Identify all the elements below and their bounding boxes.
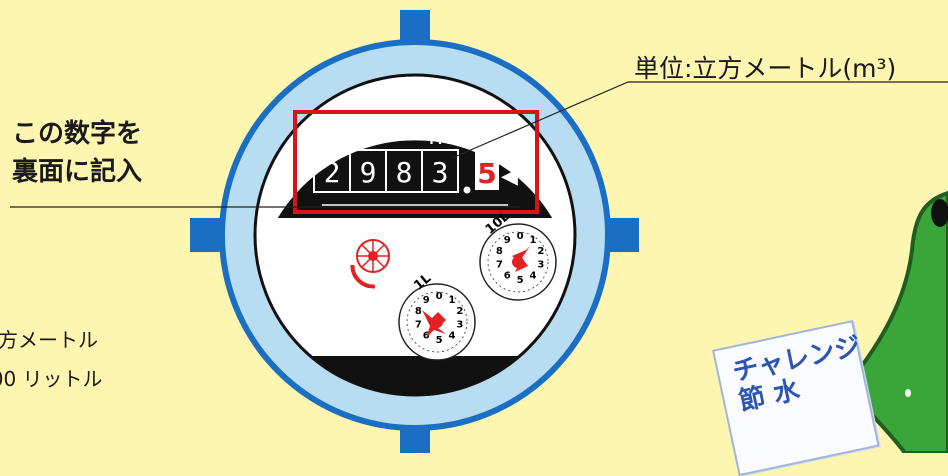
- dial-number: 0: [436, 291, 443, 302]
- dial-10l-needle: [512, 246, 530, 272]
- dial-number: 7: [496, 260, 503, 271]
- dial-number: 4: [449, 331, 456, 342]
- dial-number: 3: [537, 260, 544, 271]
- decimal-digit: 5: [477, 157, 496, 190]
- conversion-line2: 000 リットル: [0, 367, 103, 391]
- meter-mount-tabs: [190, 10, 639, 458]
- unit-label: 単位:立方メートル(m³): [634, 54, 897, 83]
- counter-digit: 9: [360, 156, 377, 189]
- unit-superscript: 3: [447, 118, 453, 129]
- dial-number: 6: [504, 271, 511, 282]
- counter-digit: 3: [432, 156, 449, 189]
- decimal-point: [463, 186, 471, 194]
- dial-number: 5: [517, 275, 524, 286]
- record-instruction-line2: 裏面に記入: [12, 157, 143, 187]
- dial-1l-needle: [422, 310, 446, 338]
- dial-number: 1: [449, 295, 456, 306]
- dial-number: 2: [537, 246, 544, 257]
- unit-mark: m: [428, 122, 451, 150]
- conversion-line1: 立方メートル: [0, 328, 98, 352]
- pointer-triangle-icon: ◀: [501, 164, 518, 189]
- dial-number: 1: [530, 235, 537, 246]
- dial-number: 5: [436, 335, 443, 346]
- dial-number: 3: [456, 320, 463, 331]
- dial-number: 4: [530, 271, 537, 282]
- dial-number: 9: [504, 235, 511, 246]
- dial-number: 8: [415, 306, 422, 317]
- dial-number: 9: [423, 295, 430, 306]
- dial-1l: 0 1 2 3 4 5 6 7 8 9 1L: [398, 271, 476, 361]
- dial-number: 8: [496, 246, 503, 257]
- water-meter-diagram: 2 9 8 3 5 ◀ m 3: [0, 10, 948, 476]
- dial-number: 0: [517, 231, 524, 242]
- record-instruction-line1: この数字を: [12, 119, 143, 149]
- flow-indicator-wheel: [350, 239, 390, 289]
- dial-number: 6: [423, 331, 430, 342]
- unit-leader-line: [451, 81, 948, 159]
- sticker-text: チャレンジ 節 水: [730, 331, 864, 418]
- odometer-counter: 2 9 8 3 5 ◀ m 3: [313, 118, 518, 194]
- meter-graphic: 2 9 8 3 5 ◀ m 3: [10, 10, 948, 458]
- reading-highlight-box: [293, 110, 539, 214]
- dial-10l: 0 1 2 3 4 5 6 7 8 9 10L: [479, 209, 557, 301]
- dial-number: 2: [456, 306, 463, 317]
- counter-digit: 8: [396, 156, 413, 189]
- dial-number: 7: [415, 320, 422, 331]
- mascot-character: [845, 190, 948, 455]
- counter-digit: 2: [324, 156, 341, 189]
